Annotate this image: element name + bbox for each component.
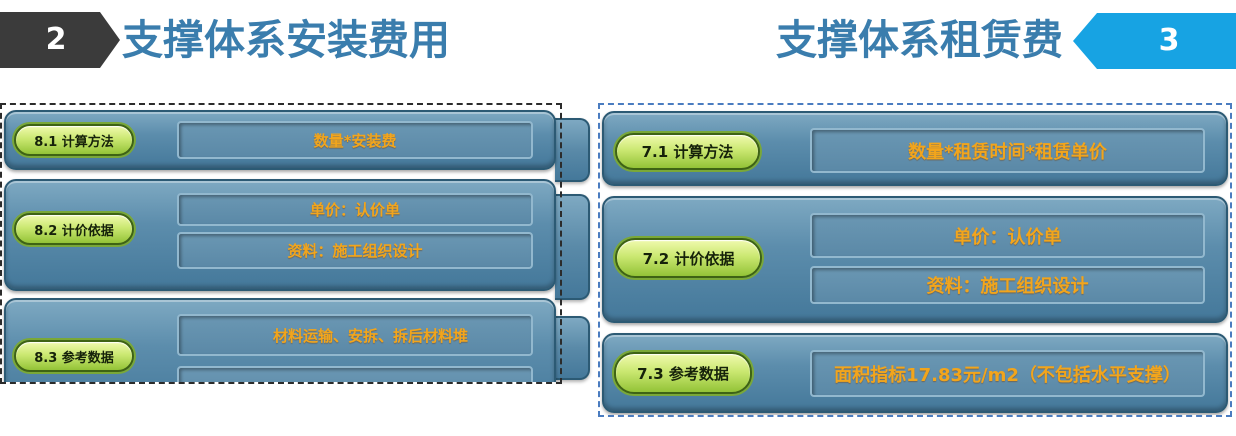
calc-method-row: 7.1 计算方法 数量*租赁时间*租赁单价: [602, 111, 1228, 186]
calc-method-row: 8.1 计算方法 数量*安装费: [4, 110, 556, 170]
reference-data-row: 7.3 参考数据 面积指标17.83元/m2（不包括水平支撑）: [602, 333, 1228, 413]
installation-cost-panel: 8.1 计算方法 数量*安装费 8.2 计价依据 单价：认价单 资料：施工组织设…: [0, 103, 562, 384]
row-label-pill: 8.1 计算方法: [14, 124, 134, 156]
value-slot: 单价：认价单: [810, 213, 1205, 258]
value-slot: 资料：施工组织设计: [177, 232, 533, 269]
value-slot-empty: [177, 366, 533, 382]
section-number-badge-right: 3: [1073, 13, 1236, 69]
section-number-badge-left: 2: [0, 12, 120, 68]
section-number-right: 3: [1158, 23, 1180, 58]
section-number-left: 2: [45, 22, 67, 57]
row-label-pill: 7.3 参考数据: [614, 352, 752, 394]
row-label-pill: 8.2 计价依据: [14, 213, 134, 245]
row-label-pill: 8.3 参考数据: [14, 340, 134, 372]
section-title-right: 支撑体系租赁费: [776, 16, 1063, 64]
value-slot: 面积指标17.83元/m2（不包括水平支撑）: [810, 350, 1205, 397]
value-slot: 单价：认价单: [177, 193, 533, 226]
section-title-left: 支撑体系安装费用: [122, 16, 450, 64]
value-slot: 数量*租赁时间*租赁单价: [810, 128, 1205, 173]
reference-data-row: 8.3 参考数据 材料运输、安拆、拆后材料堆: [4, 298, 556, 382]
pricing-basis-row: 7.2 计价依据 单价：认价单 资料：施工组织设计: [602, 196, 1228, 323]
value-slot: 材料运输、安拆、拆后材料堆: [177, 314, 533, 356]
row-label-pill: 7.2 计价依据: [615, 238, 762, 278]
pricing-basis-row: 8.2 计价依据 单价：认价单 资料：施工组织设计: [4, 179, 556, 291]
value-slot: 资料：施工组织设计: [810, 266, 1205, 304]
rental-cost-panel: 7.1 计算方法 数量*租赁时间*租赁单价 7.2 计价依据 单价：认价单 资料…: [598, 103, 1232, 417]
row-label-pill: 7.1 计算方法: [615, 133, 760, 170]
value-slot: 数量*安装费: [177, 121, 533, 159]
